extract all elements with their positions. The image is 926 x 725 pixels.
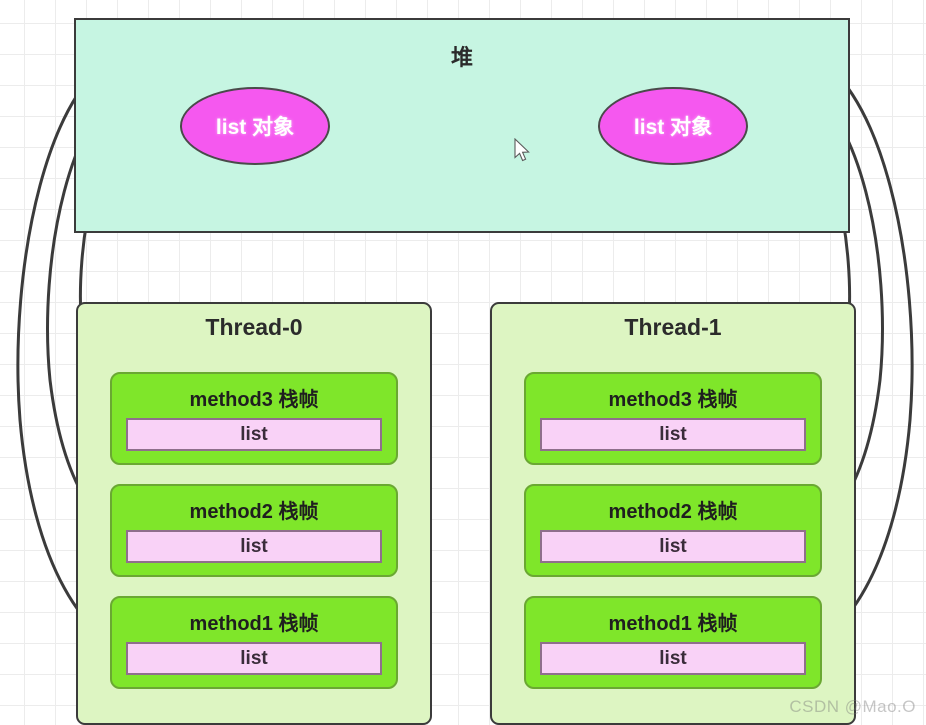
mouse-cursor-icon xyxy=(514,138,530,162)
thread-0-frame-method3-slot: list xyxy=(126,418,382,451)
thread-1-stack: Thread-1 method3 栈帧 list method2 栈帧 list… xyxy=(490,302,856,725)
thread-0-stack: Thread-0 method3 栈帧 list method2 栈帧 list… xyxy=(76,302,432,725)
thread-1-frame-method1-slot: list xyxy=(540,642,806,675)
watermark: CSDN @Mao.O xyxy=(789,697,916,716)
heap-object-left: list 对象 xyxy=(180,87,330,165)
thread-0-title: Thread-0 xyxy=(205,314,303,340)
thread-1-frame-method3: method3 栈帧 list xyxy=(524,372,822,465)
thread-1-frame-method3-title: method3 栈帧 xyxy=(608,389,738,411)
thread-1-frame-method2-title: method2 栈帧 xyxy=(608,501,738,523)
thread-0-frame-method1: method1 栈帧 list xyxy=(110,596,398,689)
thread-1-frame-method2: method2 栈帧 list xyxy=(524,484,822,577)
thread-0-frame-method2-title: method2 栈帧 xyxy=(189,501,319,523)
thread-0-frame-method1-title: method1 栈帧 xyxy=(189,613,319,635)
thread-1-frame-method1-title: method1 栈帧 xyxy=(608,613,738,635)
heap-object-right: list 对象 xyxy=(598,87,748,165)
heap-object-left-label: list 对象 xyxy=(215,116,295,139)
thread-0-frame-method3: method3 栈帧 list xyxy=(110,372,398,465)
heap-title: 堆 xyxy=(450,45,473,70)
thread-1-frame-method3-slot: list xyxy=(540,418,806,451)
thread-1-frame-method2-slot: list xyxy=(540,530,806,563)
thread-1-title: Thread-1 xyxy=(624,314,722,340)
thread-0-frame-method1-slot: list xyxy=(126,642,382,675)
thread-0-frame-method3-title: method3 栈帧 xyxy=(189,389,319,411)
thread-1-frame-method1: method1 栈帧 list xyxy=(524,596,822,689)
thread-0-frame-method2-slot: list xyxy=(126,530,382,563)
heap-object-right-label: list 对象 xyxy=(633,116,713,139)
thread-0-frame-method2: method2 栈帧 list xyxy=(110,484,398,577)
